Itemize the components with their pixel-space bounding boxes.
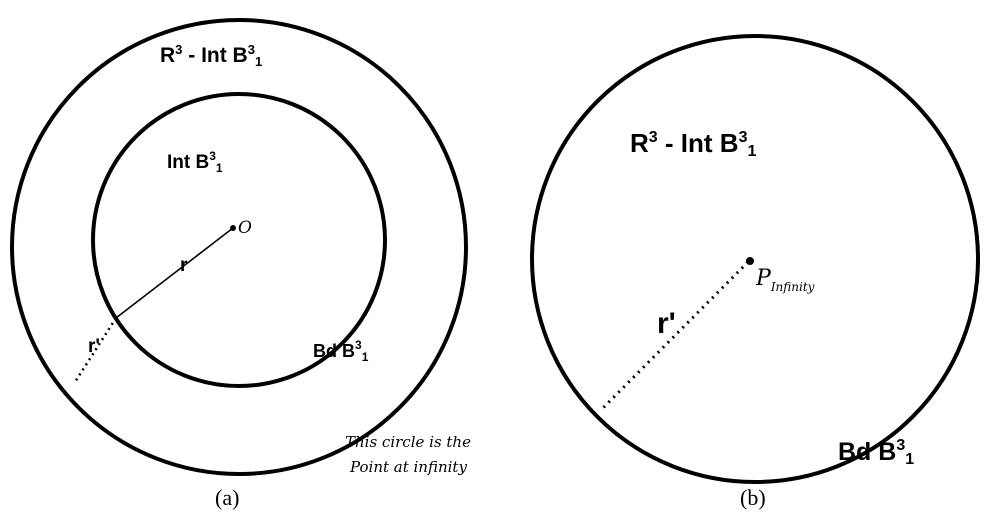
- inner-circle-bd-b31: [91, 92, 387, 388]
- note-line-1: This circle is the: [345, 433, 471, 451]
- point-label-p-infinity: PInfinity: [755, 266, 815, 294]
- outer-circle-point-at-infinity: [10, 18, 468, 476]
- circle-bd-b31: [530, 34, 980, 484]
- radius-r-line: [115, 227, 234, 319]
- panel-b: PInfinity R3 - Int B31 r' Bd B31 (b): [530, 34, 980, 510]
- outer-region-label: R3 - Int B31: [160, 42, 262, 69]
- center-label-o: O: [238, 218, 252, 238]
- radius-r-prime-dotted-line: [73, 317, 118, 383]
- point-at-infinity: [746, 257, 754, 265]
- distance-label-r-prime: r': [657, 307, 676, 340]
- caption-b: (b): [740, 485, 766, 510]
- boundary-label: Bd B31: [313, 338, 369, 364]
- region-label: R3 - Int B31: [630, 128, 756, 160]
- center-point: [230, 225, 236, 231]
- note-line-2: Point at infinity: [349, 458, 467, 476]
- inner-region-label: Int B31: [167, 149, 223, 175]
- boundary-label-b: Bd B31: [838, 437, 914, 468]
- radius-label-r: r: [180, 255, 188, 276]
- extension-label-r-prime: r': [88, 336, 100, 357]
- panel-a: O R3 - Int B31 Int B31 r r' Bd B31 This …: [10, 18, 471, 510]
- caption-a: (a): [215, 485, 239, 510]
